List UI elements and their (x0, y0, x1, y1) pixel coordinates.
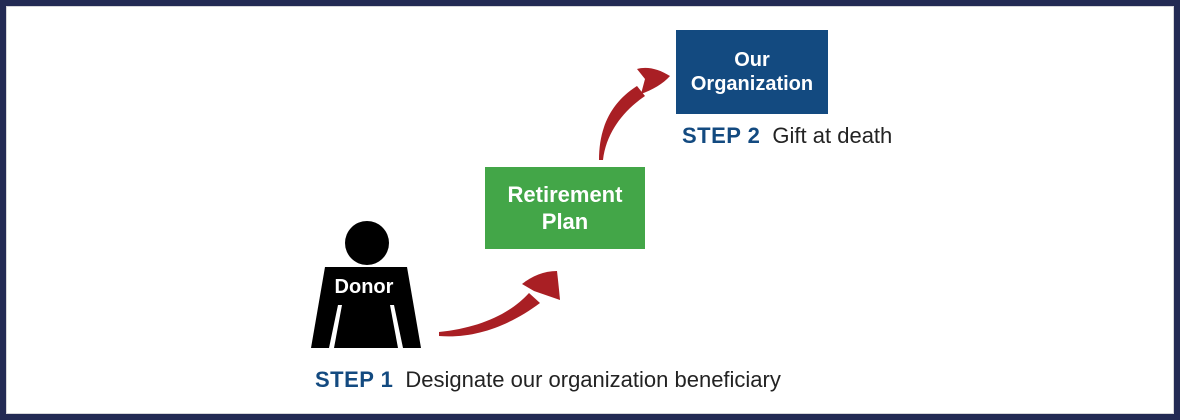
our-organization-node: Our Organization (676, 30, 828, 114)
step1-title: STEP 1 (315, 367, 394, 392)
person-silhouette-icon (311, 221, 421, 348)
step2-curved-arrow-icon (585, 62, 680, 162)
step2-caption: STEP 2 Gift at death (682, 123, 892, 149)
retirement-plan-label: Retirement Plan (507, 182, 623, 234)
step1-curved-arrow-icon (433, 255, 563, 340)
donor-label: Donor (334, 276, 394, 298)
step1-caption: STEP 1 Designate our organization benefic… (315, 367, 781, 393)
step1-description: Designate our organization beneficiary (405, 367, 781, 392)
retirement-plan-node: Retirement Plan (485, 167, 645, 249)
step2-title: STEP 2 (682, 123, 761, 148)
step2-description: Gift at death (772, 123, 893, 148)
donor-figure: Donor (303, 220, 425, 352)
our-organization-label: Our Organization (690, 49, 814, 95)
